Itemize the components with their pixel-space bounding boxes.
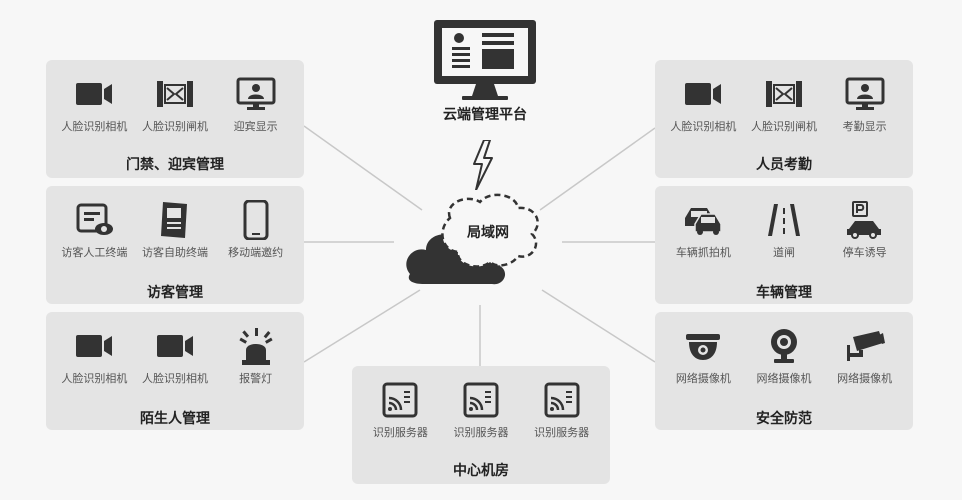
device-network-camera: 网络摄像机 [663,328,744,386]
device-visitor-self-terminal: 访客自助终端 [135,202,216,260]
panel-access-welcome: 人脸识别相机 人脸识别闸机 迎宾显示 门禁、迎宾管理 [46,60,304,178]
panel-title: 车辆管理 [756,285,812,301]
device-mobile-invite: 移动端邀约 [215,200,296,260]
kiosk-icon [155,202,195,238]
server-icon [542,382,582,418]
panel-title: 安全防范 [756,411,812,427]
device-face-camera: 人脸识别相机 [135,328,216,386]
panel-title: 门禁、迎宾管理 [126,157,224,173]
video-camera-icon [74,76,114,112]
panel-visitor: 访客人工终端 访客自助终端 移动端邀约 访客管理 [46,186,304,304]
device-barrier-gate: 道闸 [744,202,825,260]
lan-cloud-icon [406,193,539,285]
video-camera-icon [155,328,195,364]
video-camera-icon [683,76,723,112]
terminal-eye-icon [74,202,114,238]
device-parking-guidance: 停车诱导 [824,201,905,260]
lan-label: 局域网 [467,225,509,241]
device-face-gate: 人脸识别闸机 [135,76,216,134]
webcam-icon [764,328,804,364]
video-camera-icon [74,328,114,364]
device-attendance-display: 考勤显示 [824,76,905,134]
monitor-person-icon [845,76,885,112]
cctv-camera-icon [845,328,885,364]
panel-datacenter: 识别服务器 识别服务器 识别服务器 中心机房 [352,366,610,484]
panel-stranger: 人脸识别相机 人脸识别相机 报警灯 陌生人管理 [46,312,304,430]
server-icon [461,382,501,418]
device-network-camera: 网络摄像机 [744,328,825,386]
device-visitor-manual-terminal: 访客人工终端 [54,202,135,260]
panel-vehicle: 车辆抓拍机 道闸 停车诱导 车辆管理 [655,186,913,304]
line-to-access [303,125,423,211]
alarm-light-icon [236,328,276,365]
panel-title: 访客管理 [147,285,203,301]
lightning-icon [473,140,493,190]
device-welcome-display: 迎宾显示 [215,76,296,134]
device-recognition-server: 识别服务器 [521,382,602,440]
device-vehicle-capture: 车辆抓拍机 [663,202,744,260]
cloud-platform-label: 云端管理平台 [443,107,527,123]
smartphone-icon [236,200,276,240]
server-icon [380,382,420,418]
device-alarm-light: 报警灯 [215,328,296,386]
line-to-security [541,289,656,363]
cloud-platform-monitor-icon [434,20,536,100]
monitor-person-icon [236,76,276,112]
car-capture-icon [683,202,723,238]
line-to-stranger [303,289,421,363]
device-face-camera: 人脸识别相机 [54,76,135,134]
panel-title: 中心机房 [453,463,509,479]
panel-title: 陌生人管理 [140,411,210,427]
device-face-gate: 人脸识别闸机 [744,76,825,134]
parking-guide-icon [845,201,885,239]
device-face-camera: 人脸识别相机 [54,328,135,386]
device-recognition-server: 识别服务器 [360,382,441,440]
panel-security: 网络摄像机 网络摄像机 网络摄像机 安全防范 [655,312,913,430]
road-barrier-icon [764,202,804,238]
device-network-camera: 网络摄像机 [824,328,905,386]
line-to-attendance [539,127,656,211]
device-recognition-server: 识别服务器 [441,382,522,440]
dome-camera-icon [683,328,723,364]
device-face-camera: 人脸识别相机 [663,76,744,134]
turnstile-gate-icon [155,76,195,112]
panel-attendance: 人脸识别相机 人脸识别闸机 考勤显示 人员考勤 [655,60,913,178]
panel-title: 人员考勤 [756,157,812,173]
turnstile-gate-icon [764,76,804,112]
